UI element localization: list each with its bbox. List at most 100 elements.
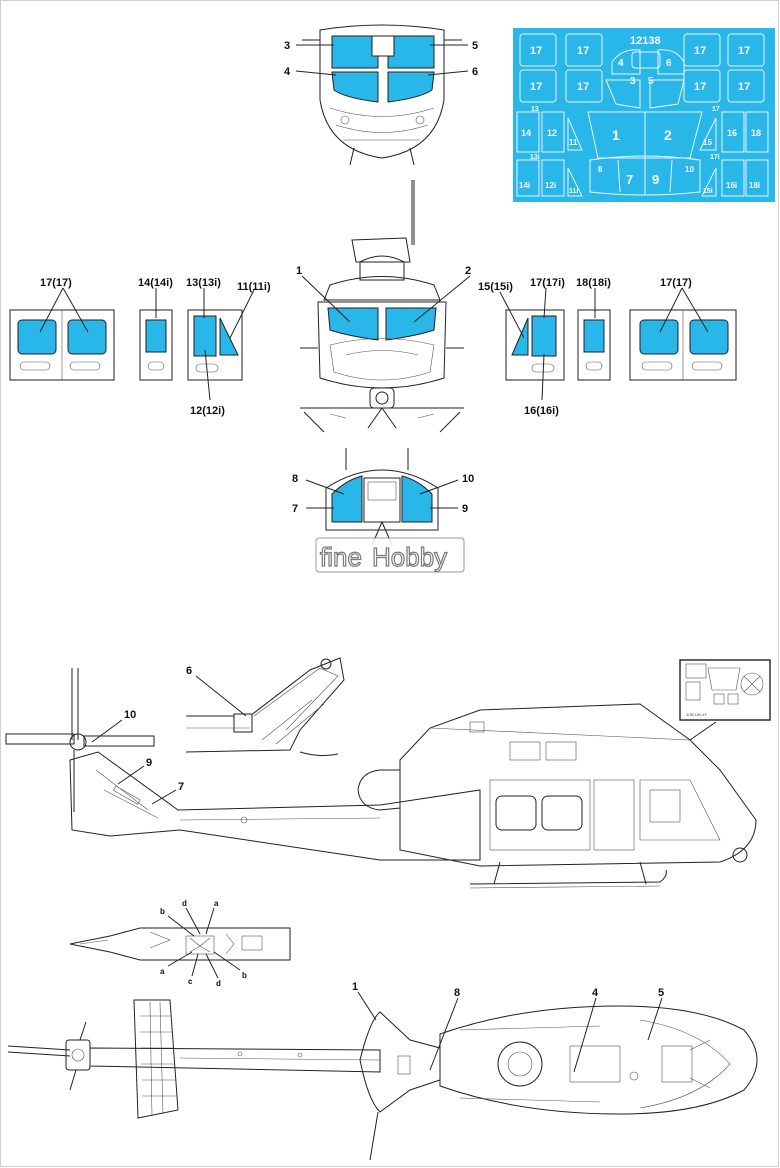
callout-17-17i: 17(17i) xyxy=(530,277,565,289)
callout-17-17-right: 17(17) xyxy=(660,277,692,289)
callout-5-top: 5 xyxy=(658,987,664,999)
part-2: 2 xyxy=(664,127,672,143)
mask-sheet-code: 12138 xyxy=(630,35,661,47)
part-10: 10 xyxy=(685,165,694,174)
part-14i: 14i xyxy=(519,181,530,190)
callout-1: 1 xyxy=(296,265,302,277)
callout-c-bottom: c xyxy=(188,977,193,986)
part-17-c: 17 xyxy=(694,45,706,57)
box-label: 1/35 UH-1Y xyxy=(686,712,707,717)
callout-2: 2 xyxy=(465,265,471,277)
front-view: 1 2 xyxy=(296,180,471,433)
mask-7-8 xyxy=(331,475,363,523)
callout-a-bottom: a xyxy=(160,967,165,976)
callout-4: 4 xyxy=(284,66,291,78)
mask-17-left-a xyxy=(17,319,57,355)
part-5: 5 xyxy=(648,76,654,87)
part-13: 13 xyxy=(531,106,539,113)
front-top-view: 3 4 5 6 xyxy=(284,24,478,166)
part-17-f: 17 xyxy=(577,81,589,93)
mask-17-left-b xyxy=(67,319,107,355)
callout-8: 8 xyxy=(292,473,298,485)
callout-16-16i: 16(16i) xyxy=(524,405,559,417)
mask-1 xyxy=(327,307,379,341)
part-14: 14 xyxy=(521,128,531,138)
callout-8-top: 8 xyxy=(454,987,460,999)
part-17i: 17i xyxy=(710,154,720,161)
part-8: 8 xyxy=(598,165,603,174)
callout-18-18i: 18(18i) xyxy=(576,277,611,289)
part-17-d: 17 xyxy=(738,45,750,57)
part-16: 16 xyxy=(727,128,737,138)
callout-9: 9 xyxy=(462,503,468,515)
mask-18 xyxy=(583,319,605,353)
brand-hobby: Hobby xyxy=(372,542,447,572)
part-15: 15 xyxy=(703,138,712,147)
callout-17-17-left: 17(17) xyxy=(40,277,72,289)
callout-4-top: 4 xyxy=(592,987,599,999)
part-6: 6 xyxy=(666,58,672,69)
brand-logo: fine Hobby xyxy=(315,537,465,573)
brand-fine: fine xyxy=(320,542,362,572)
part-17-h: 17 xyxy=(738,81,750,93)
part-15i: 15i xyxy=(703,188,713,195)
part-16i: 16i xyxy=(726,181,737,190)
mask-3 xyxy=(331,35,379,69)
callout-d-bottom: d xyxy=(216,979,221,988)
part-7: 7 xyxy=(626,172,633,187)
part-17-a: 17 xyxy=(530,45,542,57)
mask-16-17i xyxy=(531,315,557,357)
mask-sheet: 12138 17 17 17 17 17 17 17 17 3 4 5 6 13… xyxy=(513,28,775,202)
rear-view: 8 7 10 9 xyxy=(292,448,474,546)
part-3: 3 xyxy=(630,76,636,87)
part-17-small: 17 xyxy=(712,106,720,113)
part-13i: 13i xyxy=(530,154,540,161)
part-12: 12 xyxy=(547,128,557,138)
box-thumbnail: 1/35 UH-1Y xyxy=(679,659,771,721)
callout-5: 5 xyxy=(472,40,478,52)
mask-2 xyxy=(385,307,437,341)
mask-11 xyxy=(219,317,239,356)
callout-10: 10 xyxy=(462,473,474,485)
mask-15 xyxy=(511,317,529,356)
mask-14 xyxy=(145,319,167,353)
callout-15-15i: 15(15i) xyxy=(478,281,513,293)
mask-6 xyxy=(387,71,435,103)
callout-13-13i: 13(13i) xyxy=(186,277,221,289)
left-door-panels: 17(17) 14(14i) 13(13i) 11(11i) 12(12i) xyxy=(9,277,271,417)
mask-5 xyxy=(387,35,435,69)
top-view: 1 8 4 5 xyxy=(7,981,758,1161)
part-9: 9 xyxy=(652,172,659,187)
callout-9-side: 9 xyxy=(146,757,152,769)
mask-17-right-a xyxy=(639,319,679,355)
mask-sheet-background xyxy=(513,28,775,202)
mask-4 xyxy=(331,71,379,103)
part-11i: 11i xyxy=(569,188,578,195)
callout-b-bottom: b xyxy=(242,971,247,980)
part-18: 18 xyxy=(751,128,761,138)
callout-3: 3 xyxy=(284,40,290,52)
callout-a-top: a xyxy=(214,899,219,908)
part-12i: 12i xyxy=(545,181,556,190)
right-door-panels: 15(15i) 17(17i) 18(18i) 17(17) 16(16i) xyxy=(478,277,737,417)
mask-12-13 xyxy=(193,315,217,357)
callout-6-inset: 6 xyxy=(186,665,192,677)
part-4: 4 xyxy=(618,58,624,69)
mask-17-right-b xyxy=(689,319,729,355)
callout-12-12i: 12(12i) xyxy=(190,405,225,417)
part-17-g: 17 xyxy=(694,81,706,93)
callout-1-top: 1 xyxy=(352,981,358,993)
part-1: 1 xyxy=(612,127,620,143)
callout-b-top: b xyxy=(160,907,165,916)
callout-d-top: d xyxy=(182,899,187,908)
callout-10-side: 10 xyxy=(124,709,136,721)
callout-6: 6 xyxy=(472,66,478,78)
part-17-b: 17 xyxy=(577,45,589,57)
mask-9-10 xyxy=(401,475,433,523)
callout-11-11i: 11(11i) xyxy=(237,281,271,293)
side-view: 10 9 7 xyxy=(5,668,757,889)
part-18i: 18i xyxy=(749,181,760,190)
part-17-e: 17 xyxy=(530,81,542,93)
